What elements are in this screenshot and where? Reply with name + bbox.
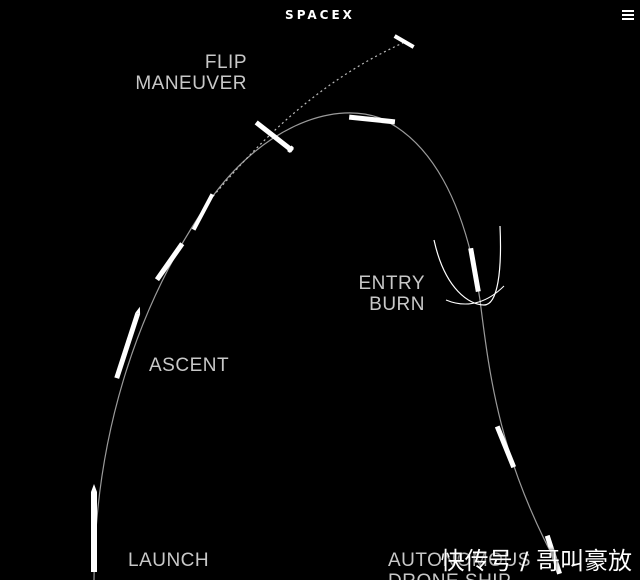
spacex-logo[interactable]: SPACEX — [0, 6, 640, 24]
label-flip-maneuver: FLIP MANEUVER — [134, 52, 247, 94]
label-launch: LAUNCH — [128, 550, 210, 571]
entry-burn-plume — [433, 225, 502, 306]
rocket-ascent-upper — [154, 242, 185, 282]
booster-trajectory — [93, 112, 561, 580]
label-ascent: ASCENT — [149, 355, 230, 376]
label-landing-line2: DRONE SHIP — [388, 571, 538, 580]
rocket-launch — [91, 484, 97, 572]
booster-coast — [348, 114, 396, 125]
second-stage — [393, 34, 415, 49]
entry-burn-plume-inner — [445, 285, 505, 305]
hamburger-menu-icon[interactable] — [622, 10, 634, 20]
label-landing-line1: AUTONOMOUS — [388, 550, 531, 571]
label-entry-line2: BURN — [369, 294, 425, 315]
rocket-ascent — [114, 306, 141, 379]
watermark-text: 快传号 / 哥叫豪放 — [440, 547, 632, 575]
label-entry-burn: ENTRY BURN — [350, 273, 425, 315]
booster-descent — [494, 425, 517, 469]
label-flip-line1: FLIP — [204, 52, 247, 73]
rocket-stage-separation — [191, 193, 215, 231]
logo-text: SPACEX — [285, 8, 355, 22]
label-flip-line2: MANEUVER — [135, 73, 247, 94]
label-autonomous-drone-ship: AUTONOMOUS DRONE SHIP — [388, 550, 538, 580]
booster-flip — [254, 120, 294, 153]
second-stage-trajectory — [209, 41, 406, 201]
booster-entry-burn — [468, 247, 481, 293]
booster-landing — [544, 534, 562, 575]
label-entry-line1: ENTRY — [358, 273, 425, 294]
